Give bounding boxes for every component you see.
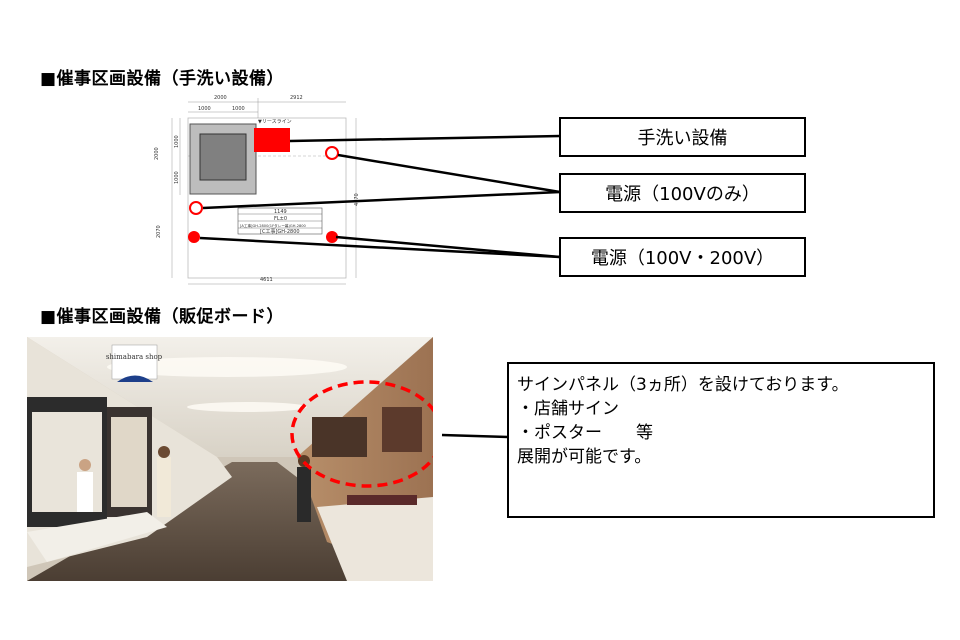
handwash-heading: ■催事区画設備（手洗い設備） [40,69,285,89]
dim-right: 4070 [354,193,360,206]
dim-bottom: 4611 [260,277,273,283]
dim-sub-2: 1000 [232,106,245,112]
note-line-3: ・ポスター 等 [517,423,653,443]
shop-rendering-image: shimabara shop [27,337,433,581]
dim-top-right: 2912 [290,95,303,101]
table-row-2: FL±0 [274,216,287,222]
sign-panel-highlight [290,380,433,488]
dim-left-lower: 2070 [156,225,162,238]
photo-sign-text: shimabara shop [106,353,163,361]
dim-left-2: 1000 [174,171,180,184]
floor-plan: 2000 2912 1000 1000 ▼リースライン 2000 1000 10… [154,95,360,285]
table-row-3: [A工事]GH-2800(1Fタレー幕)GH-2800 [240,223,307,228]
outlet-100v-1 [325,146,339,160]
board-heading: ■催事区画設備（販促ボード） [40,307,285,327]
note-line-4: 展開が可能です。 [517,447,652,467]
note-line-2: ・店舗サイン [517,399,619,419]
dim-left-total: 2000 [154,147,160,160]
dim-top-left: 2000 [214,95,227,101]
callout-power-100v: 電源（100Vのみ） [559,173,806,213]
handwash-marker [254,128,290,152]
table-row-1: 1149 [274,209,287,215]
lease-line-label: ▼リースライン [258,119,292,125]
outlet-100v-2 [189,201,203,215]
outlet-200v-2 [326,231,338,243]
table-row-4: [C工事]GH-2800 [260,228,300,235]
pillar-inner [199,133,247,181]
dim-sub-1: 1000 [198,106,211,112]
callout-handwash: 手洗い設備 [559,117,806,157]
outlet-200v-1 [188,231,200,243]
note-line-1: サインパネル（3ヵ所）を設けております。 [517,375,849,395]
sign-panel-note: サインパネル（3ヵ所）を設けております。 ・店舗サイン ・ポスター 等 展開が可… [507,362,935,518]
plan-outline [187,117,347,279]
callout-power-100-200v: 電源（100V・200V） [559,237,806,277]
dim-left-1: 1000 [174,135,180,148]
